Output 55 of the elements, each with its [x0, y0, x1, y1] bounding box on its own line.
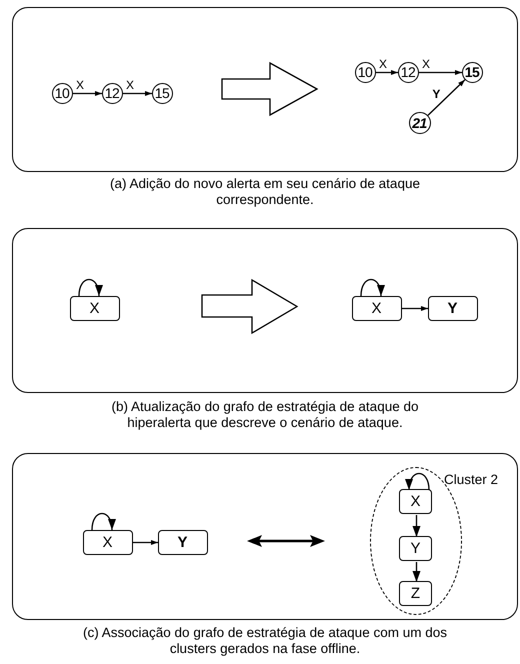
arrow	[412, 562, 420, 582]
state-box	[158, 530, 208, 554]
figure-caption: (a) Adição do novo alerta em seu cenário de ataque correspondente.	[109, 176, 421, 208]
state-label: X	[102, 534, 112, 550]
self-loop-arrow	[406, 472, 430, 490]
alert-circle	[462, 62, 482, 82]
self-loop-arrow	[360, 278, 384, 296]
state-box	[352, 296, 402, 320]
state-box	[399, 489, 432, 514]
alert-id: 15	[464, 65, 480, 79]
arrow	[133, 540, 158, 545]
alert-circle	[102, 82, 122, 104]
panel-frame	[12, 453, 518, 620]
edge-label: X	[379, 58, 388, 70]
edge-label: X	[422, 58, 430, 70]
arrow	[427, 79, 466, 116]
state-label: Z	[410, 586, 420, 601]
state-box	[70, 296, 120, 320]
arrow	[376, 70, 398, 75]
arrow	[123, 91, 152, 96]
edge-label: X	[126, 78, 134, 90]
state-label: Y	[177, 534, 188, 550]
edge-label: X	[76, 78, 84, 90]
alert-id: 10	[54, 86, 70, 100]
figure-caption: (c) Associação do grafo de estratégia de ataque com um dos clusters gerados na fase offline.	[82, 625, 448, 657]
panel-frame	[12, 228, 518, 393]
arrow	[402, 306, 428, 311]
alert-circle	[398, 62, 418, 82]
state-box	[399, 581, 432, 606]
state-label: Y	[410, 541, 420, 556]
state-label: X	[371, 300, 382, 316]
state-box	[428, 296, 478, 320]
state-label: X	[89, 300, 100, 316]
alert-circle	[408, 112, 430, 134]
cluster-label: Cluster 2	[444, 472, 500, 488]
state-label: Y	[447, 300, 458, 316]
arrow	[73, 91, 102, 96]
alert-circle	[52, 82, 72, 104]
alert-id: 10	[358, 65, 372, 79]
state-box	[82, 530, 132, 554]
arrow	[419, 70, 462, 75]
figure-caption: (b) Atualização do grafo de estratégia de ataque do hiperalerta que descreve o cenário de ataque.	[110, 399, 420, 431]
state-label: X	[410, 494, 420, 509]
edge-label: Y	[432, 88, 440, 100]
arrow	[412, 515, 420, 537]
alert-id: 15	[154, 86, 170, 100]
self-loop-arrow	[91, 512, 116, 530]
state-box	[399, 536, 432, 561]
alert-circle	[354, 62, 376, 82]
self-loop-arrow	[78, 278, 102, 296]
alert-id: 12	[400, 65, 416, 79]
alert-circle	[152, 82, 172, 104]
panel-frame	[12, 7, 518, 172]
alert-id: 21	[412, 116, 427, 130]
alert-id: 12	[104, 86, 120, 100]
